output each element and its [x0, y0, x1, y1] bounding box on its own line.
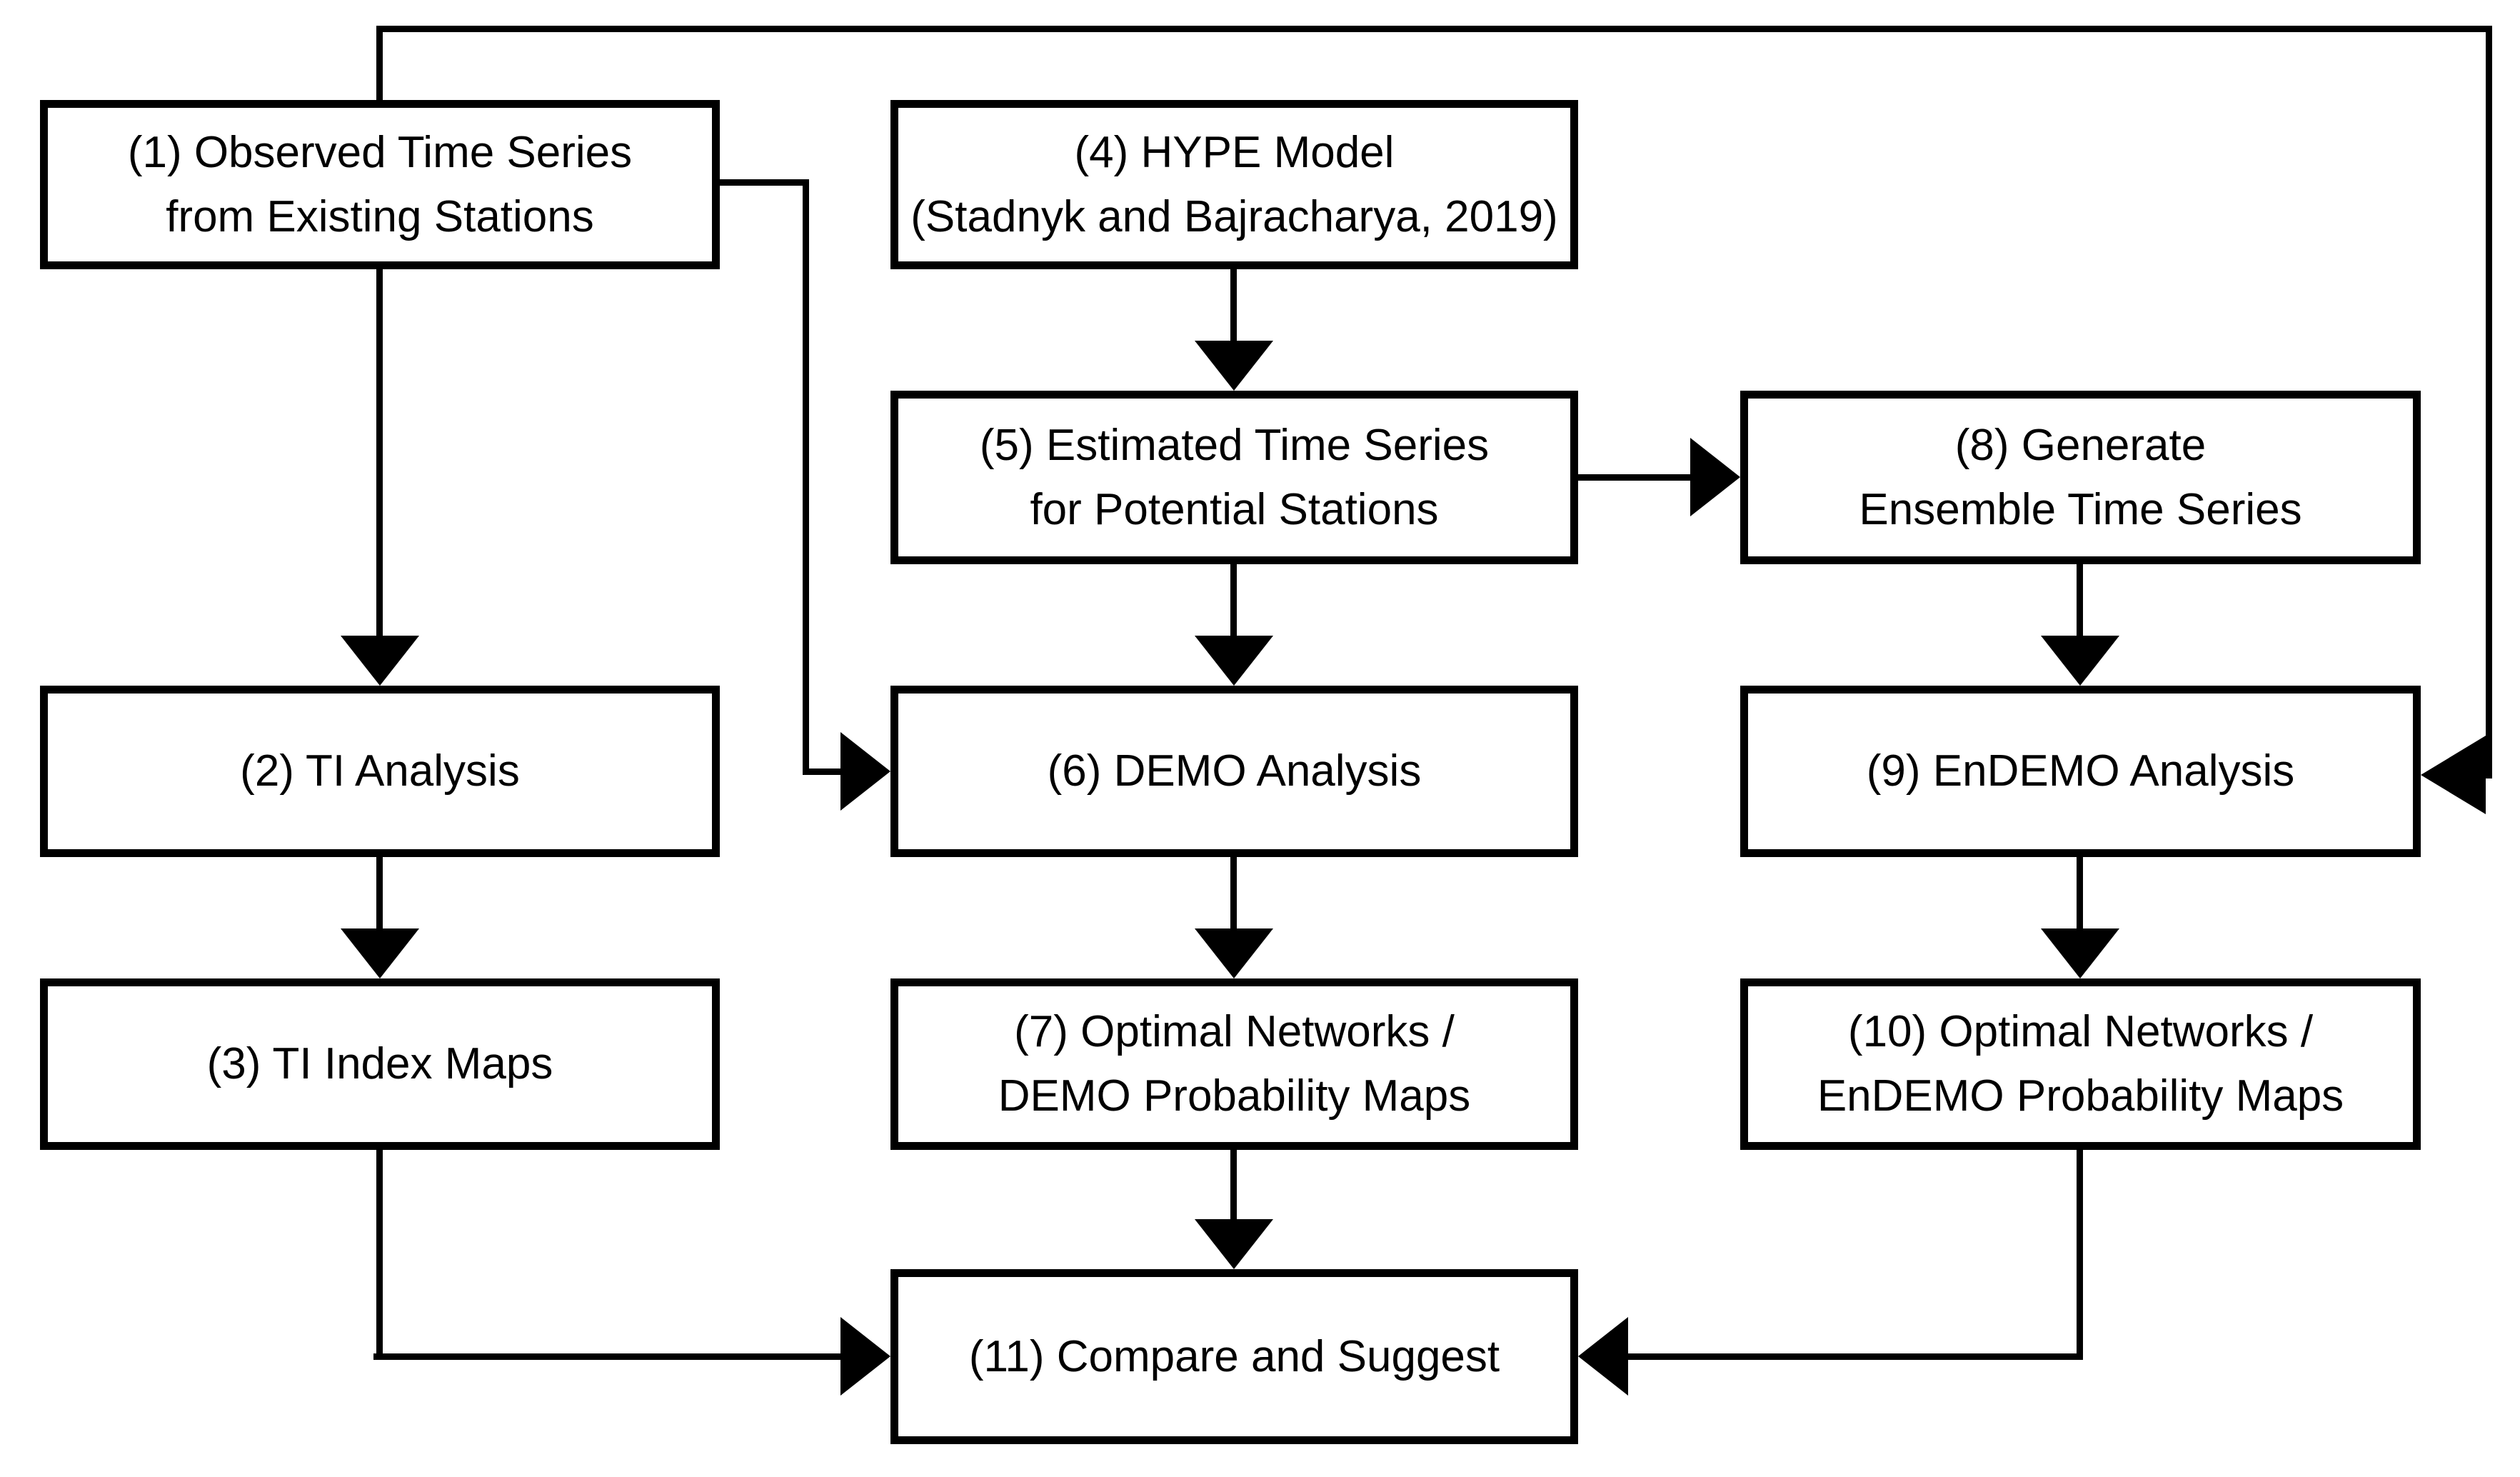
edge-3-11-horizontal-line	[373, 1353, 845, 1360]
edge-7-11-line	[1230, 1150, 1237, 1223]
edge-5-6-arrowhead	[1195, 636, 1273, 686]
flow-box-9-endemo-analysis: (9) EnDEMO Analysis	[1740, 686, 2421, 857]
flow-box-7-label: (7) Optimal Networks / DEMO Probability …	[998, 1007, 1471, 1121]
edge-1-6-vertical-line	[803, 179, 809, 775]
flow-box-11-label: (11) Compare and Suggest	[968, 1331, 1500, 1381]
edge-7-11-arrowhead	[1195, 1219, 1273, 1269]
edge-3-11-vertical-line	[376, 1150, 383, 1360]
edge-5-8-line	[1578, 474, 1695, 481]
edge-10-11-vertical-line	[2077, 1150, 2083, 1360]
flow-box-2-label: (2) TI Analysis	[240, 746, 520, 796]
edge-6-7-arrowhead	[1195, 928, 1273, 978]
flow-box-3-ti-index-maps: (3) TI Index Maps	[40, 978, 720, 1150]
flow-box-10-label: (10) Optimal Networks / EnDEMO Probabili…	[1817, 1007, 2344, 1121]
edge-5-8-arrowhead	[1690, 438, 1740, 516]
flow-box-3-label: (3) TI Index Maps	[206, 1039, 553, 1089]
flow-box-1-label: (1) Observed Time Series from Existing S…	[127, 127, 633, 241]
flow-box-5-label: (5) Estimated Time Series for Potential …	[979, 420, 1490, 534]
flow-box-5-estimated-time-series: (5) Estimated Time Series for Potential …	[890, 391, 1578, 564]
flow-box-11-compare-and-suggest: (11) Compare and Suggest	[890, 1269, 1578, 1444]
flow-box-10-optimal-networks-endemo: (10) Optimal Networks / EnDEMO Probabili…	[1740, 978, 2421, 1150]
edge-8-9-line	[2077, 564, 2083, 639]
flow-box-6-demo-analysis: (6) DEMO Analysis	[890, 686, 1578, 857]
edge-1-2-line	[376, 269, 383, 639]
flow-box-8-label: (8) Generate Ensemble Time Series	[1859, 420, 2302, 534]
edge-6-7-line	[1230, 857, 1237, 932]
edge-3-11-arrowhead	[840, 1317, 890, 1396]
edge-5-6-line	[1230, 564, 1237, 639]
flow-box-6-label: (6) DEMO Analysis	[1047, 746, 1422, 796]
flow-box-4-hype-model: (4) HYPE Model (Stadnyk and Bajracharya,…	[890, 100, 1578, 269]
edge-10-11-horizontal-line	[1623, 1353, 2083, 1360]
flow-box-8-generate-ensemble: (8) Generate Ensemble Time Series	[1740, 391, 2421, 564]
flow-box-7-optimal-networks-demo: (7) Optimal Networks / DEMO Probability …	[890, 978, 1578, 1150]
edge-2-3-line	[376, 857, 383, 932]
edge-10-11-arrowhead	[1578, 1317, 1628, 1396]
edge-1-2-arrowhead	[341, 636, 419, 686]
edge-2-3-arrowhead	[341, 928, 419, 978]
flow-box-9-label: (9) EnDEMO Analysis	[1866, 746, 2295, 796]
flow-box-2-ti-analysis: (2) TI Analysis	[40, 686, 720, 857]
edge-9-10-line	[2077, 857, 2083, 932]
flow-box-1-observed-time-series: (1) Observed Time Series from Existing S…	[40, 100, 720, 269]
edge-1-9-riser-line	[376, 26, 383, 100]
edge-1-6-entry-line	[803, 768, 845, 775]
flow-box-4-label: (4) HYPE Model (Stadnyk and Bajracharya,…	[910, 127, 1558, 241]
edge-4-5-arrowhead	[1195, 341, 1273, 391]
edge-1-6-arrowhead	[840, 732, 890, 811]
edge-1-9-arrowhead	[2421, 736, 2486, 814]
edge-1-6-exit-line	[720, 179, 809, 186]
edge-1-9-top-rail-line	[376, 26, 2492, 32]
edge-1-9-right-rail-line	[2486, 26, 2492, 778]
edge-4-5-line	[1230, 269, 1237, 344]
edge-8-9-arrowhead	[2041, 636, 2119, 686]
edge-9-10-arrowhead	[2041, 928, 2119, 978]
